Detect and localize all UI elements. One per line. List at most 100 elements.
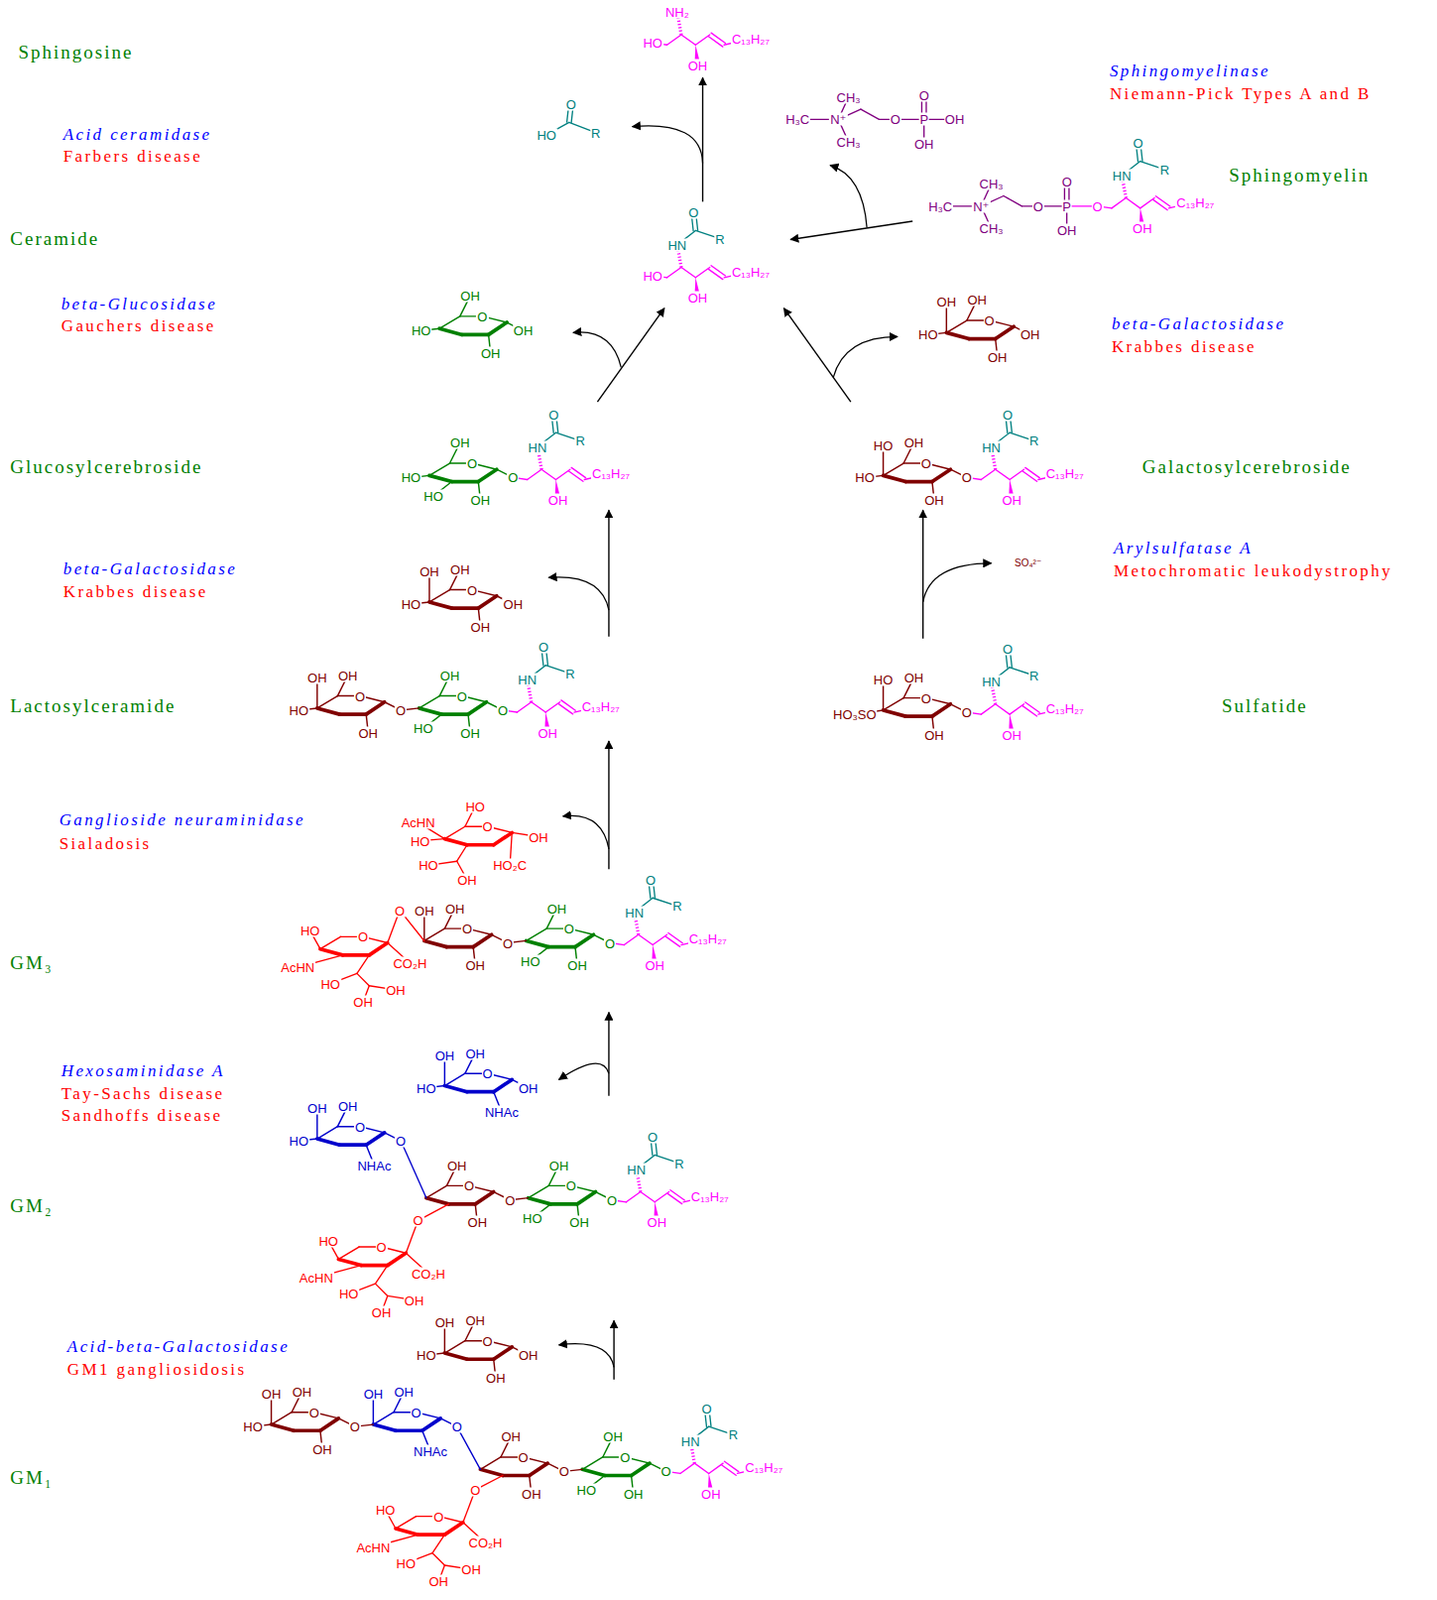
bond-line [317,696,339,709]
release-arrow [563,815,609,849]
bond-line [467,1356,494,1361]
atom-label: OH [568,1215,591,1229]
bond-line [475,1192,494,1204]
release-arrow [632,125,704,164]
atom-label: OH [622,1487,645,1501]
disease-name: Farbers disease [63,147,203,167]
atom-label: N⁺ [971,199,990,213]
atom-label: AcHN [400,816,437,830]
reaction-arrow [607,1012,609,1096]
atom-label: R [1159,162,1171,176]
atom-label: HO [422,488,445,502]
compound-node: Sphingosine [637,1,783,78]
atom-label: OH [1056,224,1078,238]
reaction-arrow [607,509,609,636]
atom-label: HO [872,438,895,452]
bond-line [968,337,996,342]
atom-label: OH [517,1348,540,1362]
atom-label: O [960,706,973,719]
atom-label: R [1028,668,1040,682]
atom-label: OH [384,982,407,996]
atom-label: O [1032,199,1045,213]
bond-line [995,704,1010,715]
bond-line [670,1190,685,1200]
bond-line [860,109,880,120]
atom-label: HN [666,238,688,251]
bond-line [631,1462,651,1475]
atom-label: P [1061,199,1073,213]
atom-label: C₁₃H₂₇ [591,467,631,480]
atom-label: O [558,1464,571,1478]
atom-label: CO₂H [468,1536,504,1550]
atom-label: NH₂ [664,5,691,19]
atom-label: OH [548,1158,571,1172]
atom-label: HO [417,858,440,872]
bond-line [462,333,489,338]
atom-label: HO [288,1134,311,1148]
bond-line [667,267,682,278]
atom-label: OH [444,901,467,915]
atom-label: O [565,97,578,111]
bond-line [1003,196,1023,207]
release-arrow [573,332,621,367]
atom-label: R [574,434,586,448]
bond-line [357,955,369,974]
bond-line [429,463,451,476]
atom-label: OH [512,324,535,338]
disease-name: Sandhoffs disease [61,1106,224,1126]
atom-label: R [727,1428,739,1441]
atom-label: OH [479,346,502,360]
atom-label: H₃C [927,199,954,213]
atom-label: O [501,936,514,950]
bond-line [569,471,584,481]
compound-name: Sphingomyelin [1228,164,1370,186]
bond-line [711,265,725,276]
bond-line [444,826,466,839]
atom-label: O [481,820,494,834]
bond-line [448,1201,476,1206]
atom-label: O [646,1129,659,1143]
bond-line [457,844,468,861]
atom-label: C₁₃H₂₇ [690,1189,730,1202]
compound-name: GM₂ [9,1195,53,1216]
compound-node: GM₃ [277,868,737,1012]
atom-label: H₃C [784,113,811,126]
atom-label: HO [299,924,322,938]
bond-line [604,1473,632,1478]
atom-label: OH [467,1215,489,1229]
bond-line [667,1193,682,1203]
bond-line [271,1412,293,1425]
atom-label: O [687,205,700,219]
bond-line [695,267,710,278]
bond-line [995,469,1010,479]
enzyme-name: Arylsulfatase A [1113,539,1253,559]
bond-line [419,708,443,715]
compound-name: GM₁ [9,1466,53,1488]
atom-label: HO [415,1080,438,1094]
bond-line [446,945,474,950]
release-arrow [830,165,867,229]
disease-name: Sialadosis [59,834,152,853]
atom-label: O [1061,175,1074,189]
bond-line [667,34,682,45]
atom-label: OH [357,725,379,739]
bond-line [452,479,479,484]
bond-line [883,463,905,476]
atom-label: OH [260,1387,283,1401]
enzyme-name: Acid ceramidase [63,124,213,144]
bond-line [432,1534,445,1554]
atom-label: O [605,1193,618,1206]
bond-line [1025,702,1040,713]
atom-label: HO [410,324,433,338]
bond-line [668,932,683,943]
atom-label: O [469,1482,481,1496]
atom-label: O [451,1420,464,1434]
atom-label: OH [464,1314,486,1327]
atom-label: OH [470,493,492,507]
bond-line [527,469,542,479]
atom-label: O [960,471,973,484]
release-arrow [923,563,992,602]
atom-label: OH [1000,493,1023,507]
bond-line [638,934,653,945]
